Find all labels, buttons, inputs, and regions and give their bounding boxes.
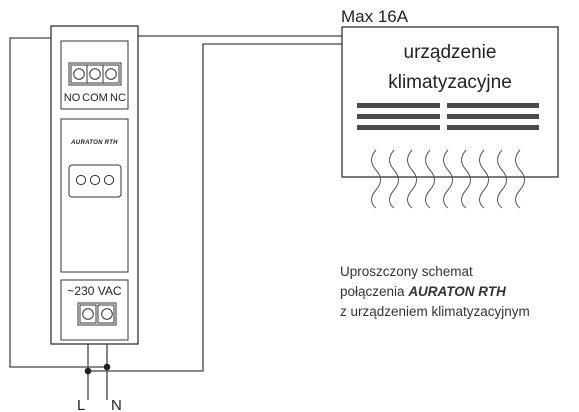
caption-line-1: Uproszczony schemat	[340, 264, 473, 279]
diagram-caption: Uproszczony schemat połączenia AURATON R…	[340, 262, 530, 322]
vent-bar-right-2	[447, 114, 539, 119]
vent-bar-right-1	[447, 103, 539, 108]
airflow-line-1	[371, 149, 381, 209]
supply-voltage-label: ~230 VAC	[67, 284, 121, 298]
led-2	[89, 174, 101, 186]
vent-grille	[357, 103, 539, 130]
caption-line-3: z urządzeniem klimatyzacyjnym	[340, 304, 530, 319]
ac-name-line1: urządzenie	[404, 42, 497, 63]
airflow-line-9	[515, 149, 525, 209]
caption-brand: AURATON RTH	[408, 284, 506, 299]
terminal-com-screw	[89, 68, 101, 80]
airflow-line-7	[479, 149, 489, 209]
vent-bar-left-1	[357, 103, 440, 108]
live-junction-dot	[84, 367, 92, 375]
led-1	[75, 174, 87, 186]
terminal-label-no: NO	[64, 92, 81, 104]
airflow-line-6	[461, 149, 471, 209]
device-brand-label: AURATON RTH	[70, 140, 118, 146]
live-label: L	[77, 397, 85, 412]
airflow	[371, 149, 525, 209]
neutral-label: N	[111, 397, 122, 412]
airflow-line-4	[425, 149, 435, 209]
relay-module: NO COM NC AURATON RTH ~230 VAC	[50, 25, 139, 345]
vent-bar-right-3	[447, 125, 539, 130]
airflow-line-3	[407, 149, 417, 209]
caption-line-2-prefix: połączenia	[340, 284, 409, 299]
ac-unit: Max 16A urządzenie klimatyzacyjne	[341, 7, 559, 209]
ac-unit-body	[341, 26, 559, 178]
terminal-label-nc: NC	[110, 92, 126, 104]
vent-bar-left-2	[357, 114, 440, 119]
airflow-line-2	[389, 149, 399, 209]
led-3	[103, 174, 115, 186]
airflow-line-5	[443, 149, 453, 209]
terminal-label-com: COM	[82, 92, 108, 104]
neutral-junction-dot	[103, 363, 111, 371]
ac-rating-label: Max 16A	[341, 7, 409, 26]
terminal-nc-screw	[105, 68, 117, 80]
vent-bar-left-3	[357, 125, 440, 130]
airflow-line-8	[497, 149, 507, 209]
terminal-l-screw	[82, 308, 94, 320]
ac-name-line2: klimatyzacyjne	[388, 72, 512, 93]
terminal-no-screw	[73, 68, 85, 80]
terminal-n-screw	[101, 308, 113, 320]
ac-return-wire	[88, 43, 342, 372]
top-terminal-block	[68, 62, 122, 86]
caption-line-2: połączenia AURATON RTH	[340, 282, 530, 302]
